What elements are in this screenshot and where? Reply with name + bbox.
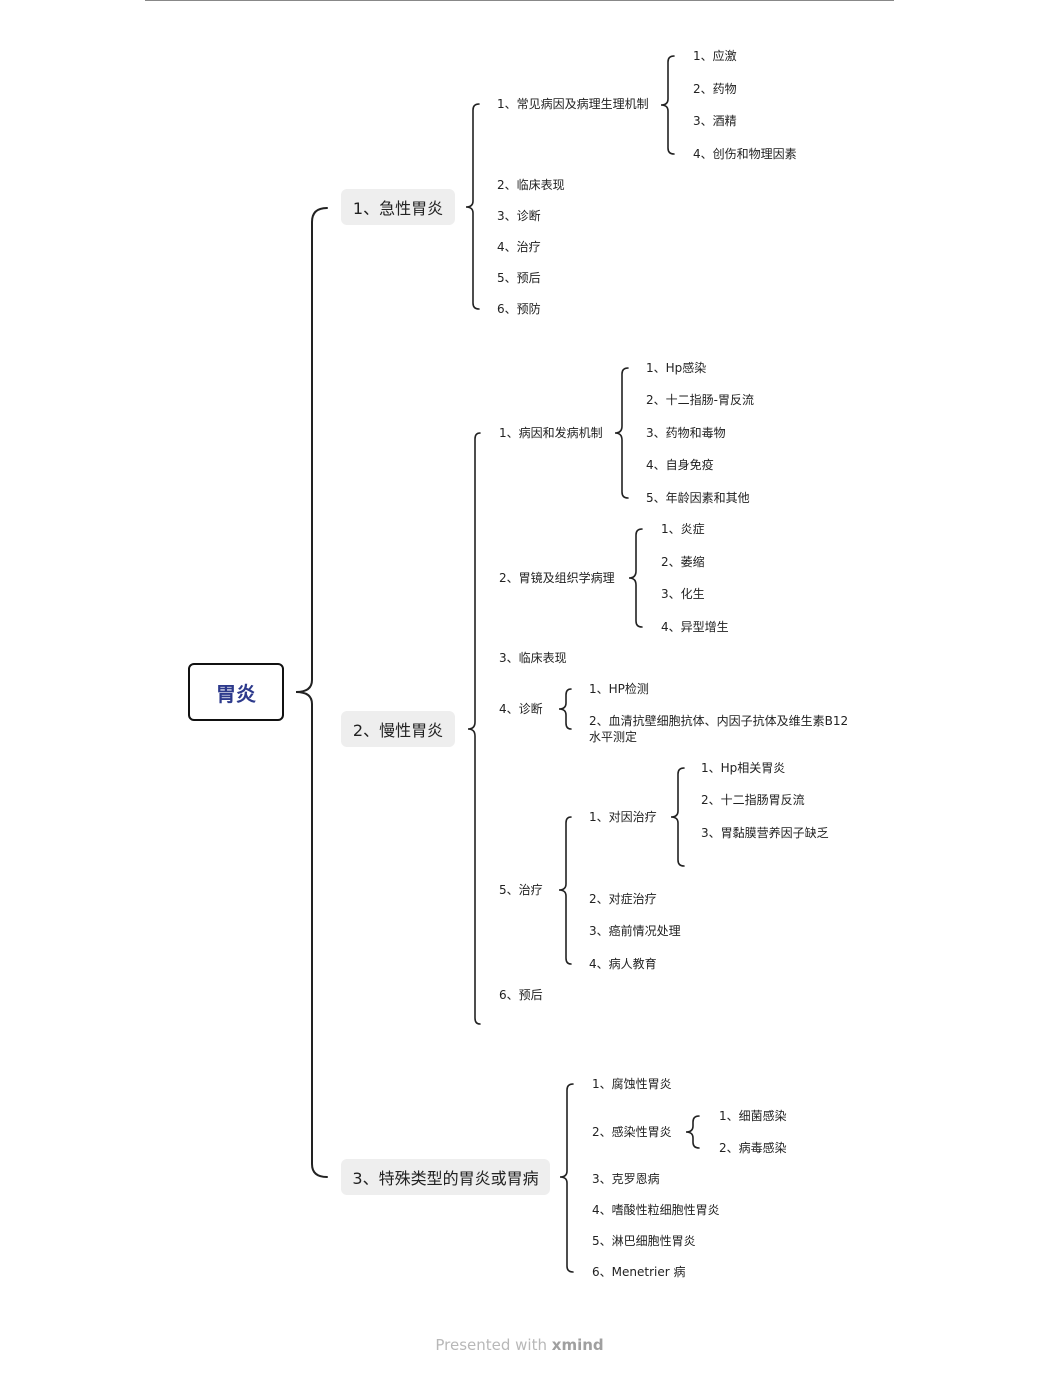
chronic-treatment-precancer[interactable]: 3、癌前情况处理 [589,924,681,938]
acute-item-etiology[interactable]: 1、常见病因及病理生理机制 [497,97,649,111]
chronic-item-diagnosis[interactable]: 4、诊断 [499,702,543,716]
chronic-item-treatment[interactable]: 5、治疗 [499,883,543,897]
xmind-logo: xmind [551,1336,604,1354]
footer-watermark: Presented with xmind [0,1336,1039,1354]
topic-chronic-gastritis[interactable]: 2、慢性胃炎 [341,711,455,747]
chronic-causal-item[interactable]: 3、胃黏膜营养因子缺乏 [701,826,829,840]
topic-acute-gastritis[interactable]: 1、急性胃炎 [341,189,455,225]
acute-item-clinical[interactable]: 2、临床表现 [497,178,565,192]
chronic-pathology-item[interactable]: 4、异型增生 [661,620,729,634]
acute-etiology-item[interactable]: 2、药物 [693,82,737,96]
special-item-infectious[interactable]: 2、感染性胃炎 [592,1125,672,1139]
special-item[interactable]: 6、Menetrier 病 [592,1265,686,1279]
top-divider [145,0,894,1]
chronic-etiology-item[interactable]: 4、自身免疫 [646,458,714,472]
special-item[interactable]: 5、淋巴细胞性胃炎 [592,1234,696,1248]
acute-item-prevention[interactable]: 6、预防 [497,302,541,316]
chronic-pathology-item[interactable]: 3、化生 [661,587,705,601]
chronic-c1-brace [614,367,629,499]
root-topic[interactable]: 胃炎 [188,663,284,721]
chronic-item-clinical[interactable]: 3、临床表现 [499,651,567,665]
acute-item-diagnosis[interactable]: 3、诊断 [497,209,541,223]
chronic-pathology-item[interactable]: 2、萎缩 [661,555,705,569]
special-item[interactable]: 4、嗜酸性粒细胞性胃炎 [592,1203,720,1217]
chronic-etiology-item[interactable]: 1、Hp感染 [646,361,707,375]
chronic-c2-brace [628,528,643,628]
acute-etiology-item[interactable]: 4、创伤和物理因素 [693,147,797,161]
acute-item-treatment[interactable]: 4、治疗 [497,240,541,254]
topic-special-gastritis[interactable]: 3、特殊类型的胃炎或胃病 [341,1159,550,1195]
acute-etiology-item[interactable]: 1、应激 [693,49,737,63]
chronic-c5-sub1-brace [670,767,685,867]
special-item[interactable]: 3、克罗恩病 [592,1172,660,1186]
chronic-causal-item[interactable]: 1、Hp相关胃炎 [701,761,786,775]
chronic-c4-brace [558,688,572,730]
chronic-treatment-symptomatic[interactable]: 2、对症治疗 [589,892,657,906]
special-brace [559,1083,574,1273]
chronic-item-prognosis[interactable]: 6、预后 [499,988,543,1002]
chronic-diagnosis-item[interactable]: 2、血清抗壁细胞抗体、内因子抗体及维生素B12水平测定 [589,714,849,744]
chronic-causal-item[interactable]: 2、十二指肠胃反流 [701,793,805,807]
acute-brace [465,103,480,310]
chronic-treatment-education[interactable]: 4、病人教育 [589,957,657,971]
acute-c1-brace [660,55,675,155]
chronic-etiology-item[interactable]: 5、年龄因素和其他 [646,491,750,505]
chronic-etiology-item[interactable]: 2、十二指肠-胃反流 [646,393,754,407]
chronic-brace [467,432,481,1025]
chronic-pathology-item[interactable]: 1、炎症 [661,522,705,536]
chronic-etiology-item[interactable]: 3、药物和毒物 [646,426,726,440]
special-item[interactable]: 1、腐蚀性胃炎 [592,1077,672,1091]
chronic-item-etiology[interactable]: 1、病因和发病机制 [499,426,603,440]
chronic-treatment-causal[interactable]: 1、对因治疗 [589,810,657,824]
chronic-item-pathology[interactable]: 2、胃镜及组织学病理 [499,571,615,585]
special-infectious-item[interactable]: 1、细菌感染 [719,1109,787,1123]
acute-etiology-item[interactable]: 3、酒精 [693,114,737,128]
chronic-c5-brace [558,816,572,965]
chronic-diagnosis-item[interactable]: 1、HP检测 [589,682,649,696]
root-brace [295,207,328,1178]
footer-prefix: Presented with [435,1336,547,1354]
special-c2-brace [685,1115,700,1149]
acute-item-prognosis[interactable]: 5、预后 [497,271,541,285]
special-infectious-item[interactable]: 2、病毒感染 [719,1141,787,1155]
